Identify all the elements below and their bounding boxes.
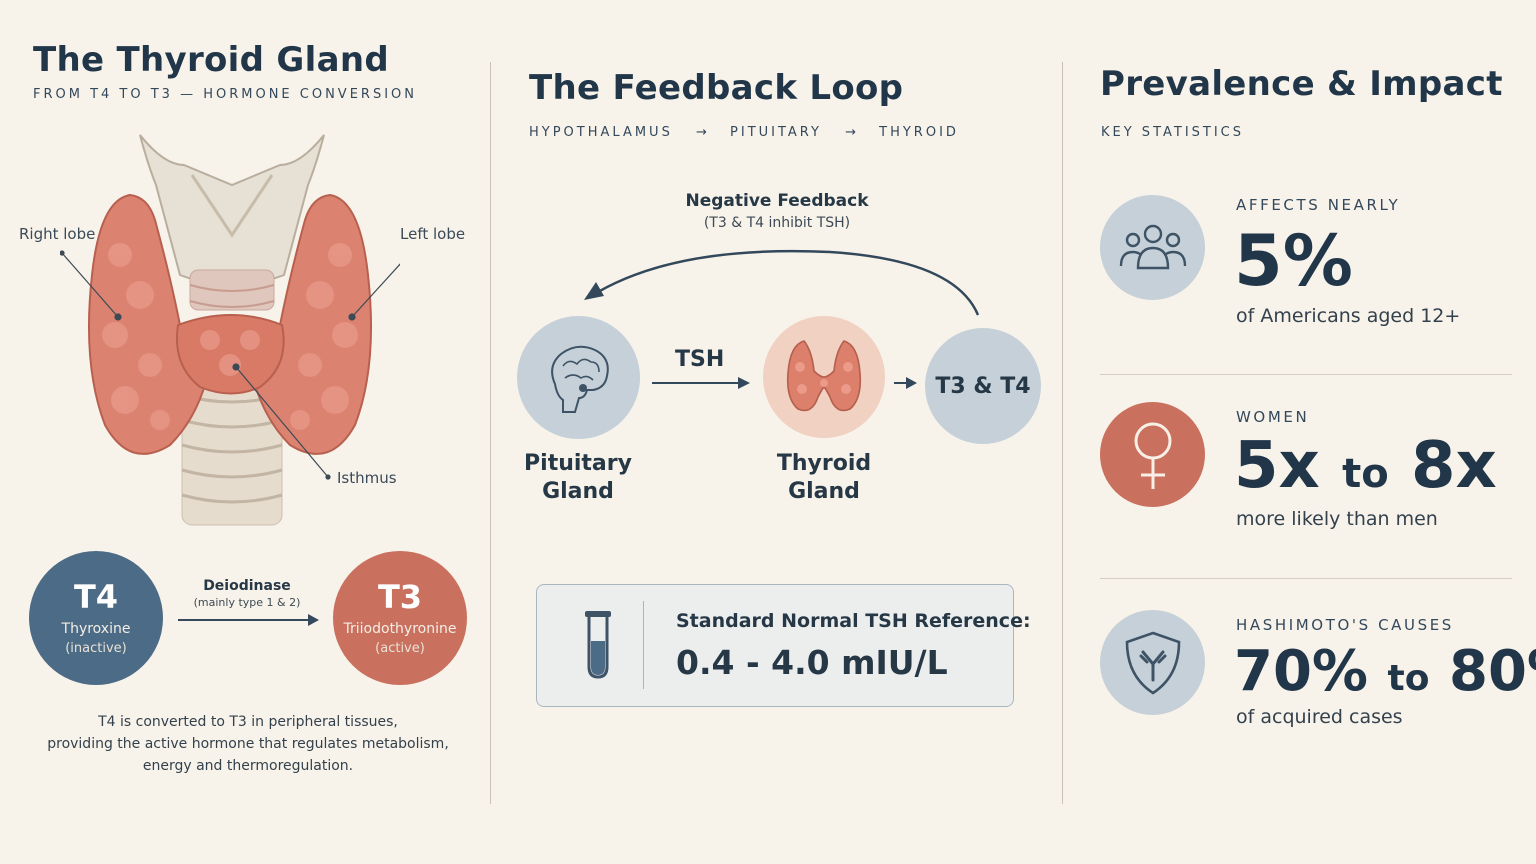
pituitary-label-line-2: Gland (542, 479, 614, 504)
feedback-title: Negative Feedback (685, 191, 869, 211)
pituitary-label-line-1: Pituitary (524, 451, 632, 476)
pituitary-node (517, 316, 640, 439)
anatomy-leader-lines (60, 250, 400, 480)
t4-circle: T4 Thyroxine (inactive) (29, 551, 163, 685)
feedback-loop-title: The Feedback Loop (529, 68, 904, 108)
flow-hypothalamus: HYPOTHALAMUS (529, 125, 673, 140)
pituitary-label: Pituitary Gland (508, 450, 648, 506)
flow-arrow-2: → (845, 125, 856, 140)
t3-state: (active) (375, 641, 425, 657)
tsh-label: TSH (675, 347, 725, 372)
stat-separator-2 (1100, 578, 1512, 579)
left-lobe-label: Left lobe (400, 225, 466, 243)
stat-2-sub: more likely than men (1236, 508, 1438, 530)
stat-1-icon-circle (1100, 195, 1205, 300)
column-divider-2 (1062, 62, 1063, 804)
stat-2-kicker: WOMEN (1236, 408, 1310, 426)
enzyme-name: Deiodinase (203, 578, 291, 594)
feedback-note: (T3 & T4 inhibit TSH) (703, 215, 851, 231)
negative-feedback-label: Negative Feedback (T3 & T4 inhibit TSH) (650, 191, 904, 231)
stat-1-sub: of Americans aged 12+ (1236, 305, 1461, 327)
thyroid-lobes (87, 193, 373, 455)
stat-3-icon-circle (1100, 610, 1205, 715)
reference-value: 0.4 - 4.0 mIU/L (676, 643, 948, 682)
t4-symbol: T4 (73, 577, 119, 616)
t3-circle: T3 Triiodothyronine (active) (333, 551, 467, 685)
stat-2-icon-circle (1100, 402, 1205, 507)
right-lobe-label: Right lobe (19, 225, 96, 243)
female-symbol-icon (1134, 422, 1171, 489)
hormone-release-arrow (894, 377, 917, 389)
larynx-cartilage (139, 134, 325, 311)
stat-separator-1 (1100, 374, 1512, 375)
reference-divider (643, 601, 644, 689)
hormones-label: T3 & T4 (935, 373, 1031, 399)
thyroid-subtitle: FROM T4 TO T3 — HORMONE CONVERSION (33, 87, 417, 102)
isthmus-label: Isthmus (337, 469, 397, 487)
hormones-node: T3 & T4 (925, 328, 1041, 444)
flow-thyroid: THYROID (879, 125, 959, 140)
thyroid-title: The Thyroid Gland (33, 40, 389, 80)
trachea (181, 374, 283, 526)
conversion-arrow (178, 614, 319, 626)
test-tube-icon (585, 611, 611, 679)
stat-1-kicker: AFFECTS NEARLY (1236, 196, 1401, 214)
enzyme-label: Deiodinase (mainly type 1 & 2) (176, 578, 318, 609)
stat-3-sub: of acquired cases (1236, 706, 1403, 728)
shield-antibody-icon (1125, 631, 1180, 695)
tsh-reference-box: Standard Normal TSH Reference: 0.4 - 4.0… (536, 584, 1031, 707)
stat-2-value-b: 8x (1410, 429, 1497, 503)
column-divider-1 (490, 62, 491, 804)
conversion-description: T4 is converted to T3 in peripheral tiss… (30, 711, 466, 777)
t3-name: Triiodothyronine (343, 621, 457, 638)
prevalence-title: Prevalence & Impact (1100, 64, 1503, 104)
t4-name: Thyroxine (61, 621, 131, 638)
reference-label: Standard Normal TSH Reference: (676, 610, 1031, 632)
stat-3-kicker: HASHIMOTO'S CAUSES (1236, 616, 1454, 634)
negative-feedback-arrow (584, 249, 980, 316)
people-icon (1119, 224, 1186, 269)
enzyme-note: (mainly type 1 & 2) (193, 596, 301, 609)
stat-3-value-a: 70% (1234, 639, 1369, 704)
thyroid-label-line-2: Gland (788, 479, 860, 504)
description-line-3: energy and thermoregulation. (142, 758, 354, 774)
stat-3-value-b: 80% (1449, 639, 1536, 704)
description-line-2: providing the active hormone that regula… (47, 736, 449, 752)
thyroid-node (763, 316, 885, 438)
t3-symbol: T3 (377, 577, 423, 616)
brain-icon (550, 345, 609, 413)
stat-2-joiner: to (1342, 451, 1389, 497)
tsh-arrow (652, 377, 750, 389)
prevalence-subtitle: KEY STATISTICS (1101, 125, 1245, 140)
stat-1-value: 5% (1234, 220, 1353, 302)
description-line-1: T4 is converted to T3 in peripheral tiss… (98, 714, 398, 730)
thyroid-anatomy-illustration (60, 134, 400, 526)
stat-3-joiner: to (1387, 658, 1430, 699)
stat-3-value: 70% to 80% (1234, 644, 1536, 700)
flow-arrow-1: → (695, 125, 707, 140)
t4-state: (inactive) (65, 641, 127, 657)
flow-pituitary: PITUITARY (730, 125, 822, 140)
stat-2-value-a: 5x (1234, 429, 1320, 503)
thyroid-gland-icon (786, 340, 862, 412)
thyroid-label: Thyroid Gland (754, 450, 894, 506)
stat-2-value: 5x to 8x (1234, 434, 1497, 498)
thyroid-label-line-1: Thyroid (776, 451, 872, 476)
axis-flow: HYPOTHALAMUS → PITUITARY → THYROID (529, 125, 959, 140)
